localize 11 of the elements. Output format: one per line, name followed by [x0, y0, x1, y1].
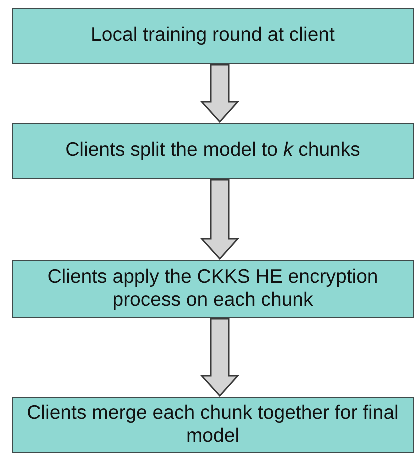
process-box [12, 397, 414, 453]
step-text: Clients merge each chunk together for final model [26, 402, 400, 448]
arrow [200, 179, 240, 260]
process-box [12, 123, 414, 179]
step-text: Local training round at client [90, 24, 336, 48]
arrow [200, 318, 240, 398]
process-box [12, 8, 414, 64]
arrow [200, 64, 240, 124]
process-box [12, 260, 414, 318]
step-text: Clients apply the CKKS HE encryption process on each chunk [46, 266, 380, 312]
step-text: Clients split the model to k chunks [64, 139, 362, 163]
